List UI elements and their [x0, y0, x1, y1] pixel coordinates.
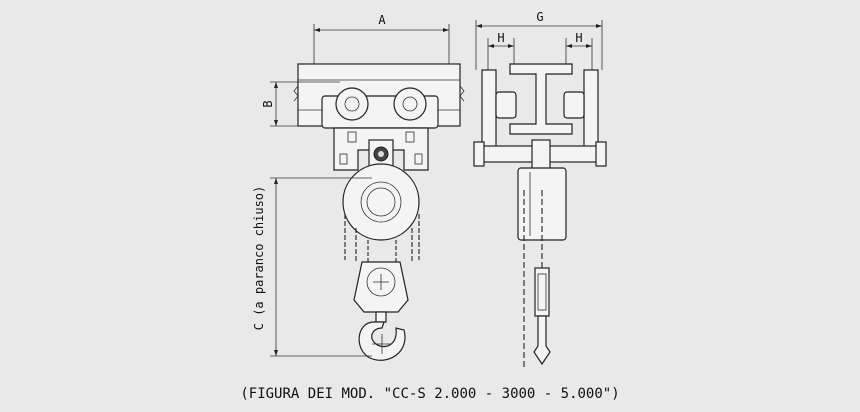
wheel-right: [393, 87, 427, 121]
dim-g-label: G: [536, 10, 543, 24]
figure-caption: (FIGURA DEI MOD. "CC-S 2.000 - 3000 - 5.…: [240, 386, 620, 402]
hoist-body: [342, 163, 420, 241]
dim-a-label: A: [378, 13, 386, 27]
dim-h-right-label: H: [575, 31, 582, 45]
load-hook: [358, 321, 406, 361]
hook-block-side: [534, 267, 550, 317]
front-view: A B: [252, 13, 465, 361]
dim-b-label: B: [261, 100, 275, 107]
side-view: G H H: [473, 10, 607, 370]
wheel-left: [335, 87, 369, 121]
i-beam-section: [509, 63, 573, 135]
dim-h-left-label: H: [497, 31, 504, 45]
dim-c-label: C (a paranco chiuso): [252, 186, 266, 331]
hook-side: [533, 315, 551, 366]
